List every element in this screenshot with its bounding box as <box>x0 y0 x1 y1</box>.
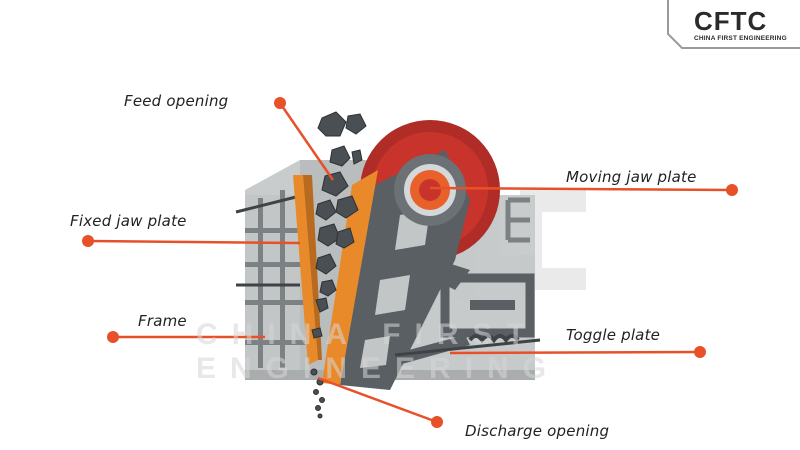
label-discharge-opening: Discharge opening <box>465 422 610 440</box>
label-frame: Frame <box>138 312 187 330</box>
label-toggle-plate: Toggle plate <box>566 326 661 344</box>
logo-text: CFTC <box>694 6 768 36</box>
discharge-opening-dot <box>431 416 443 428</box>
feed-opening-dot <box>274 97 286 109</box>
fixed-jaw-plate-dot <box>82 235 94 247</box>
label-fixed-jaw-plate: Fixed jaw plate <box>70 212 187 230</box>
tie-rods <box>235 194 301 287</box>
callout-lines <box>87 102 733 424</box>
label-feed-opening: Feed opening <box>124 92 229 110</box>
toggle-plate-dot <box>694 346 706 358</box>
callout-dots <box>82 97 738 428</box>
toggle-assembly <box>390 262 541 366</box>
moving-jaw <box>322 150 470 390</box>
watermark-subtitle: CHINA FIRST ENGINEERING <box>196 318 561 385</box>
rocks <box>310 111 367 419</box>
moving-jaw-plate-dot <box>726 184 738 196</box>
label-moving-jaw-plate: Moving jaw plate <box>566 168 697 186</box>
logo-frame <box>667 0 800 49</box>
fixed-jaw-plate <box>293 175 322 365</box>
frame-dot <box>107 331 119 343</box>
logo-subtitle: CHINA FIRST ENGINEERING <box>694 35 787 42</box>
